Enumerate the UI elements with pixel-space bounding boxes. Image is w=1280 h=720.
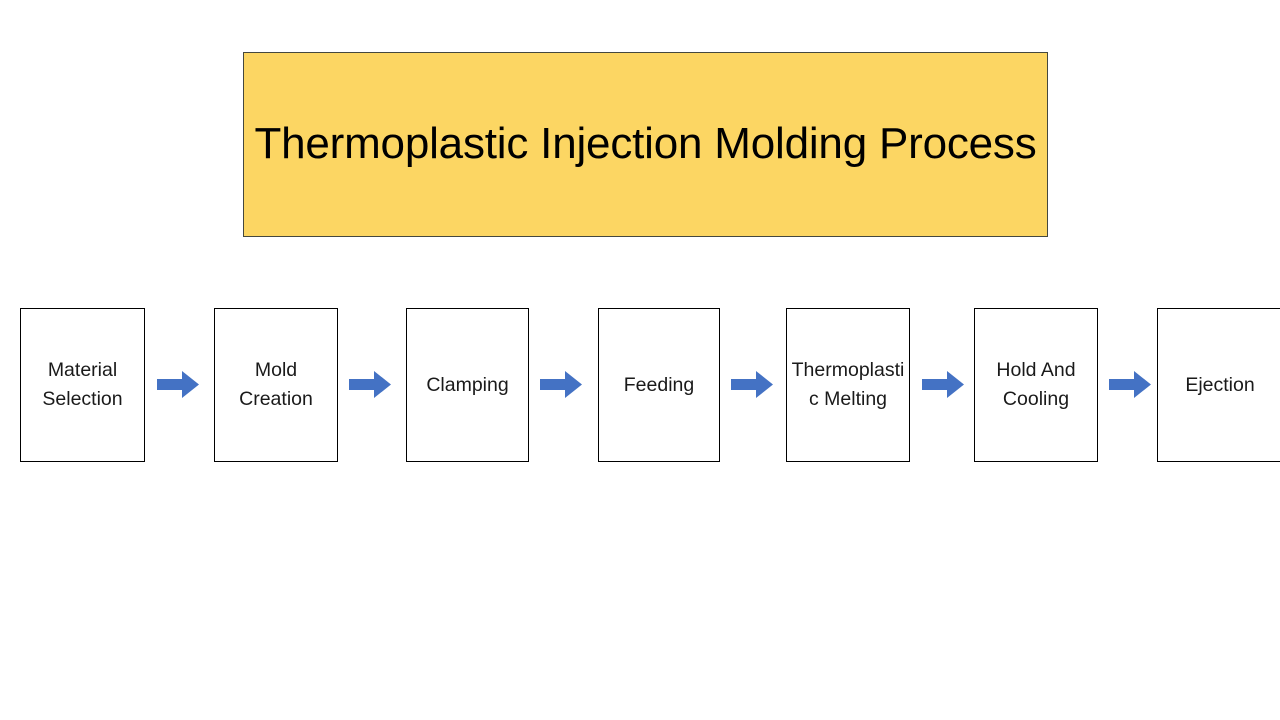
step-label: Material Selection (42, 359, 123, 410)
process-step-feeding[interactable]: Feeding (598, 308, 720, 462)
process-step-mold-creation[interactable]: Mold Creation (214, 308, 338, 462)
title-banner[interactable]: Thermoplastic Injection Molding Process (243, 52, 1048, 237)
arrow-right-icon (922, 371, 964, 398)
arrow-right-icon (1109, 371, 1151, 398)
process-step-thermoplastic-melting[interactable]: Thermoplastic Melting (786, 308, 910, 462)
arrow-right-icon (157, 371, 199, 398)
process-step-material-selection[interactable]: Material Selection (20, 308, 145, 462)
process-step-hold-and-cooling[interactable]: Hold And Cooling (974, 308, 1098, 462)
arrow-right-icon (540, 371, 582, 398)
step-label: Ejection (1185, 373, 1255, 396)
step-label: Hold And Cooling (996, 359, 1076, 410)
process-flow-diagram: Material Selection Mold Creation Clampin… (0, 308, 1280, 462)
process-step-ejection[interactable]: Ejection (1157, 308, 1280, 462)
step-label: Clamping (426, 373, 509, 396)
page-title: Thermoplastic Injection Molding Process (254, 119, 1037, 169)
step-label: Feeding (623, 373, 695, 396)
step-label: Mold Creation (239, 359, 313, 410)
step-label: Thermoplastic Melting (791, 359, 905, 410)
arrow-right-icon (731, 371, 773, 398)
arrow-right-icon (349, 371, 391, 398)
process-step-clamping[interactable]: Clamping (406, 308, 529, 462)
